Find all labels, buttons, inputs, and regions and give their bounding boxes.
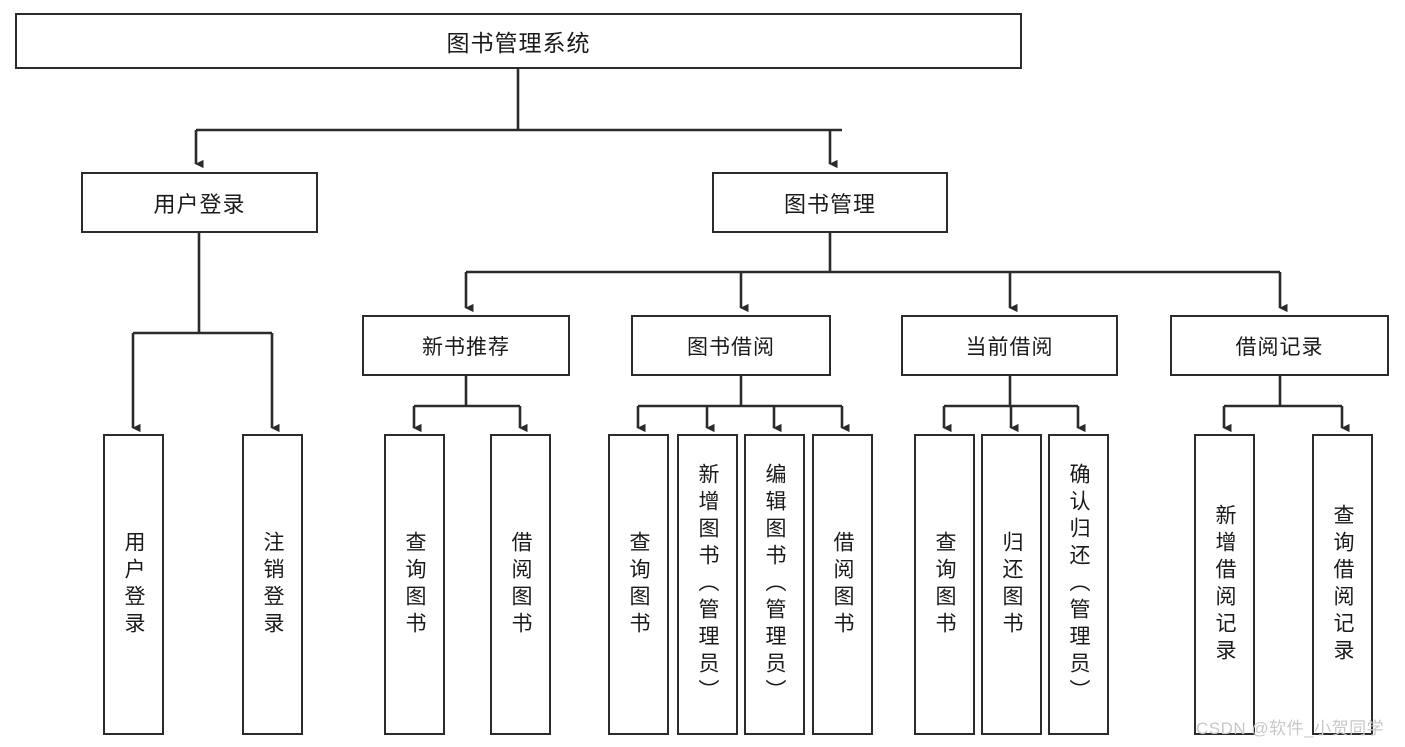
node-book-management[interactable]: 图书管理 (712, 172, 948, 233)
node-book-borrow-label: 图书借阅 (687, 335, 775, 359)
node-leaf-add-book-label: 新增图书（管理员） (696, 463, 719, 706)
node-leaf-logout-login-label: 注销登录 (261, 530, 284, 639)
node-new-book-recommend[interactable]: 新书推荐 (362, 315, 570, 376)
node-leaf-edit-book-label: 编辑图书（管理员） (763, 463, 786, 706)
node-leaf-add-book[interactable]: 新增图书（管理员） (677, 434, 738, 735)
node-user-login-label: 用户登录 (153, 191, 246, 217)
node-leaf-add-record-label: 新增借阅记录 (1213, 503, 1236, 666)
csdn-watermark: CSDN @软件_小贺同学 (1196, 719, 1385, 738)
node-leaf-query-record[interactable]: 查询借阅记录 (1312, 434, 1373, 735)
node-book-borrow[interactable]: 图书借阅 (631, 315, 831, 376)
node-leaf-user-login[interactable]: 用户登录 (103, 434, 164, 735)
node-leaf-query-record-label: 查询借阅记录 (1331, 503, 1354, 666)
node-leaf-query-book-1[interactable]: 查询图书 (384, 434, 445, 735)
node-leaf-borrow-book-2[interactable]: 借阅图书 (812, 434, 873, 735)
node-current-borrow-label: 当前借阅 (965, 335, 1054, 359)
node-leaf-query-book-3-label: 查询图书 (933, 530, 956, 639)
node-root[interactable]: 图书管理系统 (15, 13, 1022, 69)
node-current-borrow[interactable]: 当前借阅 (901, 315, 1118, 376)
node-leaf-borrow-book-1[interactable]: 借阅图书 (490, 434, 551, 735)
node-book-management-label: 图书管理 (783, 191, 876, 217)
node-leaf-query-book-1-label: 查询图书 (403, 530, 426, 639)
node-user-login[interactable]: 用户登录 (81, 172, 318, 233)
node-leaf-return-book-label: 归还图书 (1000, 530, 1023, 639)
node-leaf-return-book[interactable]: 归还图书 (981, 434, 1042, 735)
node-leaf-logout-login[interactable]: 注销登录 (242, 434, 303, 735)
node-borrow-record-label: 借阅记录 (1235, 335, 1324, 359)
node-leaf-add-record[interactable]: 新增借阅记录 (1194, 434, 1255, 735)
node-leaf-query-book-3[interactable]: 查询图书 (914, 434, 975, 735)
node-leaf-query-book-2-label: 查询图书 (627, 530, 650, 639)
node-leaf-borrow-book-2-label: 借阅图书 (831, 530, 854, 639)
node-leaf-borrow-book-1-label: 借阅图书 (509, 530, 532, 639)
node-leaf-query-book-2[interactable]: 查询图书 (608, 434, 669, 735)
node-leaf-confirm-return[interactable]: 确认归还（管理员） (1048, 434, 1109, 735)
node-borrow-record[interactable]: 借阅记录 (1170, 315, 1389, 376)
node-leaf-confirm-return-label: 确认归还（管理员） (1067, 463, 1090, 706)
node-leaf-edit-book[interactable]: 编辑图书（管理员） (744, 434, 805, 735)
node-root-label: 图书管理系统 (446, 30, 591, 56)
node-leaf-user-login-label: 用户登录 (122, 530, 145, 639)
node-new-book-recommend-label: 新书推荐 (422, 335, 510, 359)
